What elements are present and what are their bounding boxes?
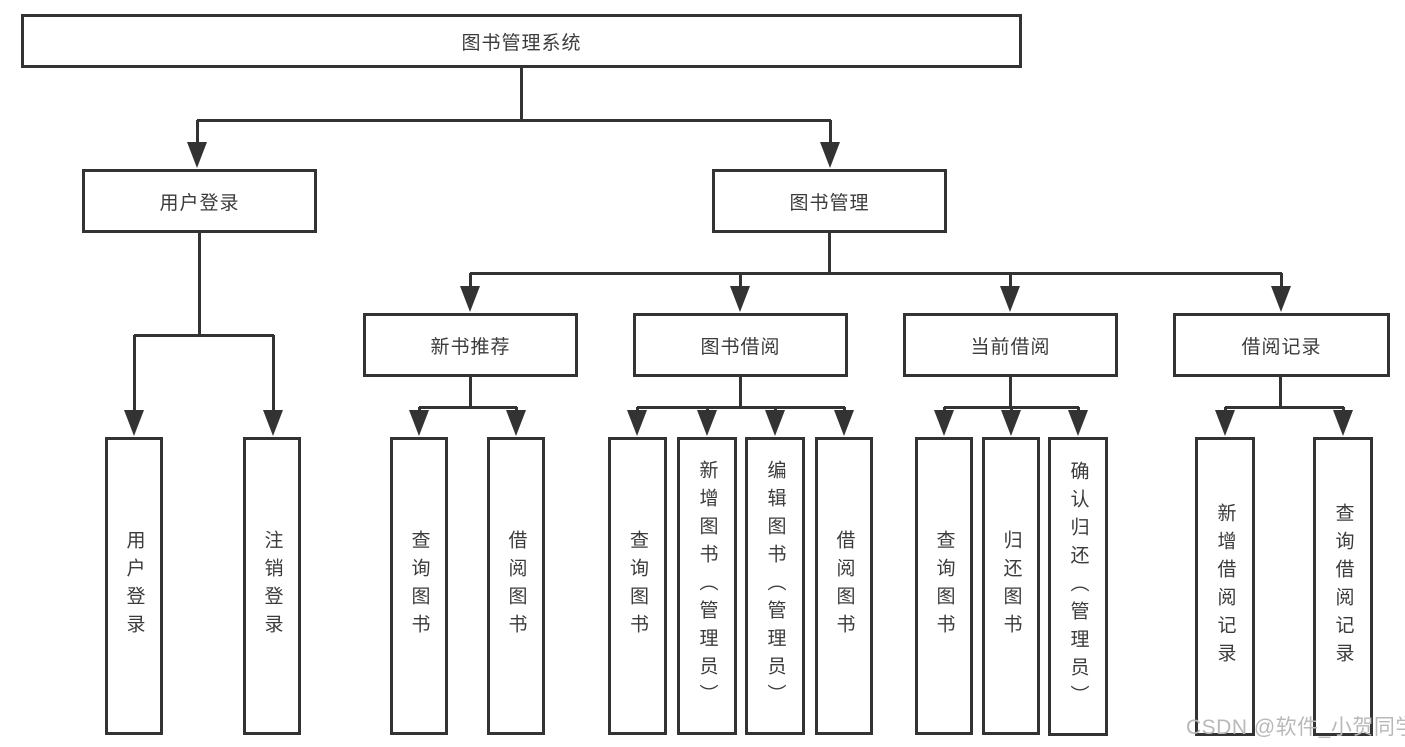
arrow-stem — [738, 273, 742, 292]
arrowhead-icon — [820, 142, 840, 168]
arrowhead-icon — [730, 286, 750, 312]
connector-line — [1278, 377, 1282, 409]
connector-line — [1008, 377, 1012, 409]
node-label: 查询图书 — [408, 530, 430, 642]
arrowhead-icon — [627, 410, 647, 436]
node-query-books-recommend: 查询图书 — [390, 437, 448, 735]
arrowhead-icon — [409, 410, 429, 436]
arrow-stem — [828, 120, 832, 148]
arrow-stem — [1008, 273, 1012, 292]
arrowhead-icon — [934, 410, 954, 436]
arrow-stem — [468, 273, 472, 292]
connector-line — [468, 377, 472, 409]
node-query-books-borrowing: 查询图书 — [608, 437, 667, 735]
connector-line — [197, 118, 831, 122]
node-login: 用户登录 — [105, 437, 163, 735]
node-book-borrowing: 图书借阅 — [633, 313, 848, 377]
node-add-book-admin: 新增图书（管理员） — [677, 437, 737, 735]
node-current-borrowing: 当前借阅 — [903, 313, 1118, 377]
node-borrow-books-borrowing: 借阅图书 — [815, 437, 873, 735]
node-label: 新增图书（管理员） — [696, 460, 718, 712]
connector-line — [134, 333, 274, 337]
arrowhead-icon — [765, 410, 785, 436]
connector-line — [1225, 405, 1344, 409]
node-label: 用户登录 — [123, 530, 145, 642]
arrowhead-icon — [1000, 286, 1020, 312]
connector-line — [419, 405, 517, 409]
node-label: 查询借阅记录 — [1332, 502, 1354, 671]
arrowhead-icon — [1068, 410, 1088, 436]
node-label: 注销登录 — [261, 530, 283, 642]
arrow-stem — [271, 335, 275, 416]
node-system: 图书管理系统 — [21, 14, 1022, 68]
node-add-borrow-record: 新增借阅记录 — [1195, 437, 1255, 736]
node-label: 图书借阅 — [700, 336, 781, 358]
connector-line — [519, 68, 523, 122]
arrow-stem — [195, 120, 199, 148]
arrowhead-icon — [834, 410, 854, 436]
watermark: CSDN @软件_小贺同学 — [1186, 716, 1405, 739]
arrowhead-icon — [1215, 410, 1235, 436]
node-user-login: 用户登录 — [82, 169, 317, 233]
connector-line — [827, 233, 831, 275]
arrow-stem — [1279, 273, 1283, 292]
connector-line — [637, 405, 845, 409]
node-label: 归还图书 — [1000, 530, 1022, 642]
node-confirm-return-admin: 确认归还（管理员） — [1048, 437, 1108, 736]
connector-line — [738, 377, 742, 409]
node-edit-book-admin: 编辑图书（管理员） — [745, 437, 805, 735]
node-label: 借阅图书 — [833, 530, 855, 642]
node-label: 用户登录 — [159, 192, 240, 214]
arrowhead-icon — [1271, 286, 1291, 312]
connector-line — [470, 271, 1282, 275]
arrowhead-icon — [263, 410, 283, 436]
connector-line — [197, 233, 201, 337]
arrowhead-icon — [187, 142, 207, 168]
arrowhead-icon — [506, 410, 526, 436]
node-label: 图书管理系统 — [461, 32, 582, 54]
node-borrowing-records: 借阅记录 — [1173, 313, 1390, 377]
node-borrow-books-recommend: 借阅图书 — [487, 437, 545, 735]
node-query-borrow-record: 查询借阅记录 — [1313, 437, 1373, 736]
node-label: 编辑图书（管理员） — [764, 460, 786, 712]
node-label: 查询图书 — [627, 530, 648, 642]
node-label: 新增借阅记录 — [1214, 502, 1236, 671]
node-label: 确认归还（管理员） — [1067, 460, 1089, 713]
node-label: 当前借阅 — [970, 336, 1051, 358]
node-label: 新书推荐 — [430, 336, 511, 358]
node-label: 查询图书 — [933, 530, 955, 642]
node-label: 借阅记录 — [1241, 336, 1322, 358]
node-book-management: 图书管理 — [712, 169, 947, 233]
node-label: 借阅图书 — [505, 530, 527, 642]
node-logout: 注销登录 — [243, 437, 301, 735]
node-query-books-current: 查询图书 — [915, 437, 973, 735]
arrow-stem — [132, 335, 136, 416]
node-new-book-recommend: 新书推荐 — [363, 313, 578, 377]
arrowhead-icon — [1001, 410, 1021, 436]
node-label: 图书管理 — [789, 192, 870, 214]
arrowhead-icon — [124, 410, 144, 436]
node-return-books: 归还图书 — [982, 437, 1040, 735]
arrowhead-icon — [1333, 410, 1353, 436]
arrowhead-icon — [697, 410, 717, 436]
arrowhead-icon — [460, 286, 480, 312]
